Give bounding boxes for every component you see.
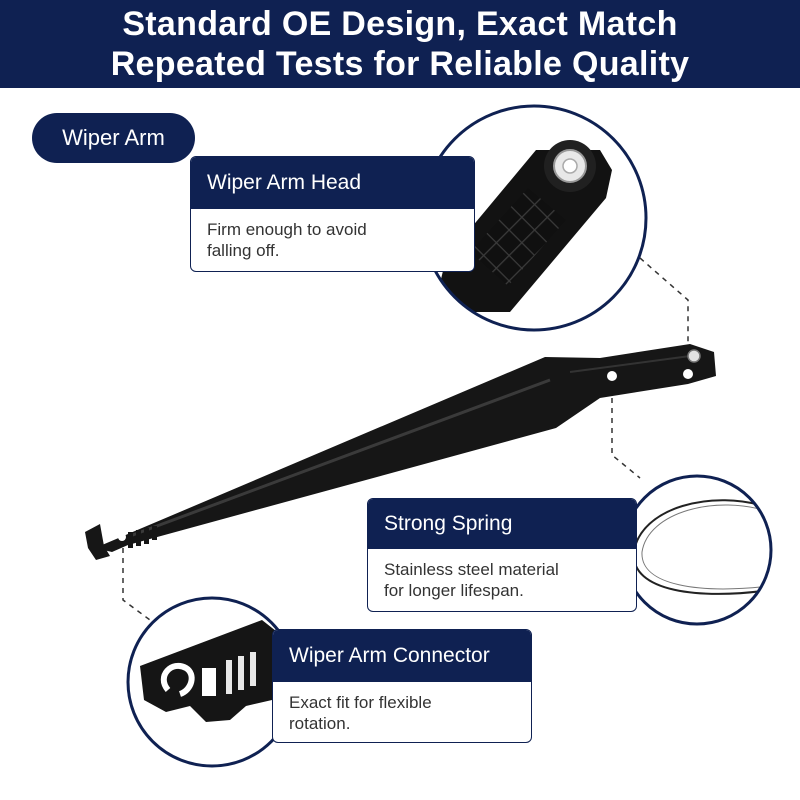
header-title-line-1: Standard OE Design, Exact Match (122, 5, 678, 43)
callout-body-line: Stainless steel material (384, 560, 559, 579)
connector-teeth (128, 526, 157, 548)
callout-body-line: Exact fit for flexible (289, 693, 432, 712)
callout-body-line: falling off. (207, 241, 280, 260)
wiper-arm-image (85, 344, 716, 560)
callout-title: Wiper Arm Connector (273, 630, 531, 682)
rivet-icon (118, 533, 126, 541)
callout-body-line: for longer lifespan. (384, 581, 524, 600)
callout-strong-spring: Strong Spring Stainless steel material f… (367, 498, 637, 612)
header-title-line-2: Repeated Tests for Reliable Quality (110, 45, 690, 83)
arm-head-bore-icon (687, 349, 701, 363)
dotted-leader-lines (122, 257, 689, 621)
callout-body: Exact fit for flexible rotation. (273, 682, 531, 734)
callout-body-line: rotation. (289, 714, 351, 733)
callout-body-line: Firm enough to avoid (207, 220, 367, 239)
zoom-circle-connector (128, 598, 296, 766)
callout-title: Strong Spring (368, 499, 636, 549)
callout-wiper-arm-head: Wiper Arm Head Firm enough to avoid fall… (190, 156, 475, 272)
rivet-icon (607, 371, 617, 381)
callout-wiper-arm-connector: Wiper Arm Connector Exact fit for flexib… (272, 629, 532, 743)
header-banner: Standard OE Design, Exact Match Repeated… (0, 0, 800, 88)
wiper-arm-pill-label: Wiper Arm (32, 113, 195, 163)
rivet-icon (683, 369, 693, 379)
callout-body: Firm enough to avoid falling off. (191, 209, 474, 261)
callout-body: Stainless steel material for longer life… (368, 549, 636, 601)
callout-title: Wiper Arm Head (191, 157, 474, 209)
zoom-circle-head (422, 106, 646, 330)
